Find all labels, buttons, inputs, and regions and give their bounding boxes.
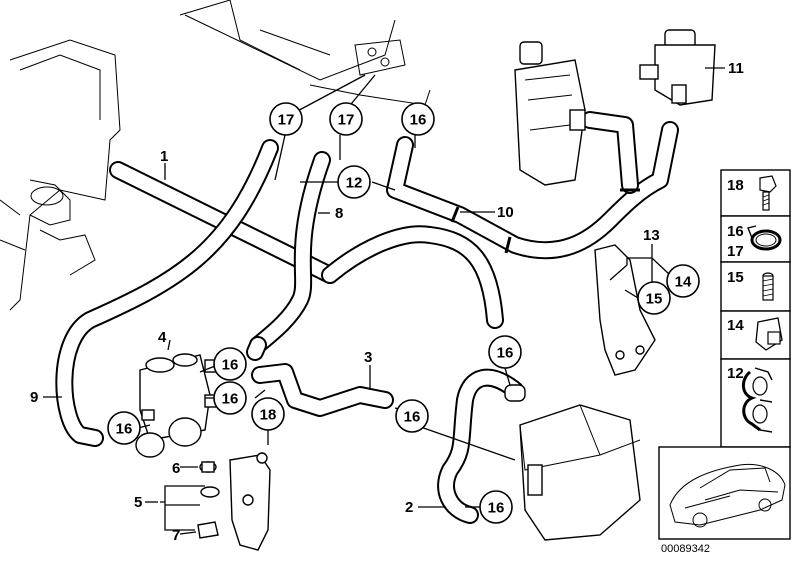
svg-text:16: 16 xyxy=(116,421,133,438)
callout-3: 3 xyxy=(364,349,372,366)
callout-15-tr: 15 xyxy=(637,281,671,315)
svg-text:17: 17 xyxy=(278,112,295,129)
callout-4: 4 xyxy=(158,329,167,346)
clip-7 xyxy=(197,521,219,539)
callout-16-bottom: 16 xyxy=(479,490,513,524)
parts-legend: 18 16 17 15 xyxy=(720,169,791,448)
hose-clamps xyxy=(450,188,640,254)
svg-text:16: 16 xyxy=(410,112,427,129)
svg-text:17: 17 xyxy=(338,112,355,129)
legend-item-18: 18 xyxy=(720,169,791,217)
hose-9 xyxy=(55,139,279,447)
callout-18-bracket: 18 xyxy=(251,397,285,431)
hose-to-valve xyxy=(246,336,267,361)
legend-item-15: 15 xyxy=(720,261,791,312)
callout-1: 1 xyxy=(160,148,168,165)
hose-3 xyxy=(251,363,394,417)
stud-icon xyxy=(762,272,774,301)
callout-7: 7 xyxy=(172,527,180,544)
hose-8 xyxy=(249,151,331,354)
callout-14-tr: 14 xyxy=(666,264,700,298)
svg-text:14: 14 xyxy=(727,317,744,334)
expansion-tank xyxy=(514,41,586,186)
callout-6: 6 xyxy=(172,460,180,477)
mounting-bracket xyxy=(200,452,271,551)
svg-text:18: 18 xyxy=(260,407,277,424)
clip-icon xyxy=(755,317,783,351)
hose-clamp-icon xyxy=(747,225,782,251)
bolt-icon xyxy=(759,175,777,211)
callout-17-b: 17 xyxy=(329,102,363,136)
leader-lines xyxy=(43,67,725,535)
callout-9: 9 xyxy=(30,389,38,406)
svg-text:16: 16 xyxy=(404,409,421,426)
svg-text:12: 12 xyxy=(346,175,363,192)
svg-text:12: 12 xyxy=(727,365,744,382)
svg-text:14: 14 xyxy=(675,274,692,291)
engine-block-outline xyxy=(0,39,121,311)
svg-text:15: 15 xyxy=(727,269,744,286)
grommet-6 xyxy=(199,461,217,473)
callout-2: 2 xyxy=(405,499,413,516)
callout-12: 12 xyxy=(337,165,371,199)
svg-text:17: 17 xyxy=(727,243,744,260)
svg-text:16: 16 xyxy=(727,223,744,240)
callout-16-valve-a: 16 xyxy=(213,347,247,381)
callout-10: 10 xyxy=(497,204,514,221)
callout-13: 13 xyxy=(643,227,660,244)
electric-pump xyxy=(639,29,716,106)
svg-text:16: 16 xyxy=(497,345,514,362)
svg-text:16: 16 xyxy=(222,357,239,374)
body-panel-outline xyxy=(179,0,431,106)
callout-11: 11 xyxy=(728,60,744,77)
callout-16-valve-b: 16 xyxy=(213,381,247,415)
callout-numbers: 1 2 3 4 5 6 7 8 9 10 11 13 xyxy=(30,60,744,544)
callout-17-a: 17 xyxy=(269,102,303,136)
double-clip-icon xyxy=(742,367,773,433)
circled-callouts: 17 17 16 12 16 16 16 18 16 16 16 14 15 xyxy=(107,102,700,524)
hose-2 xyxy=(437,368,524,524)
vehicle-thumbnail xyxy=(658,446,791,540)
legend-item-14: 14 xyxy=(720,310,791,360)
hose-long-loop xyxy=(321,225,504,329)
callout-16-top: 16 xyxy=(401,102,435,136)
svg-text:18: 18 xyxy=(727,177,744,194)
reference-number: 00089342 xyxy=(661,543,710,555)
callout-8: 8 xyxy=(335,205,343,222)
svg-text:16: 16 xyxy=(222,391,239,408)
callout-5: 5 xyxy=(134,494,142,511)
hose-10 xyxy=(386,121,679,260)
svg-text:16: 16 xyxy=(488,500,505,517)
legend-item-16-17: 16 17 xyxy=(720,215,791,263)
legend-item-12: 12 xyxy=(720,358,791,448)
callout-16-right: 16 xyxy=(488,335,522,369)
auxiliary-heater xyxy=(504,384,641,541)
hose-10-branch xyxy=(581,111,639,194)
callout-16-left: 16 xyxy=(107,411,141,445)
callout-16-mid: 16 xyxy=(395,399,429,433)
svg-text:15: 15 xyxy=(646,291,663,308)
bracket-13 xyxy=(594,244,656,376)
